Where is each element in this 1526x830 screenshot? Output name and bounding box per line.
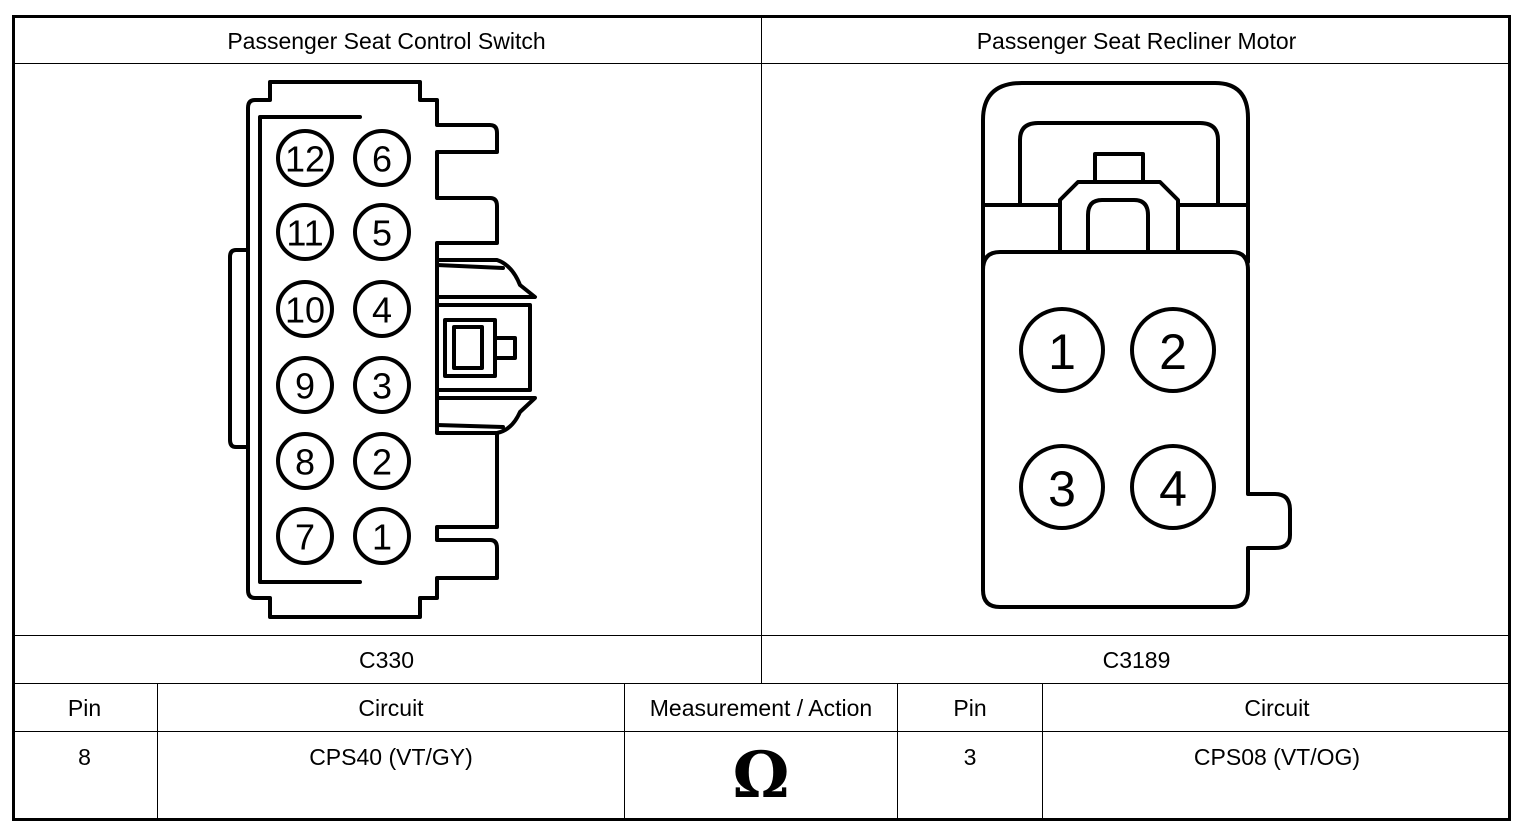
rule-under-table-header bbox=[12, 731, 1511, 732]
table-header-circuit-a: Circuit bbox=[358, 695, 424, 721]
c330-pin-circle bbox=[353, 507, 411, 565]
c330-pin-label: 11 bbox=[286, 213, 323, 254]
c330-pin-label: 10 bbox=[285, 290, 325, 331]
table-header-circuit-b: Circuit bbox=[1244, 695, 1310, 721]
c330-pin-circle bbox=[276, 356, 334, 414]
table-header-pin-b: Pin bbox=[953, 695, 987, 721]
c3189-pin-label: 3 bbox=[1048, 461, 1076, 517]
c330-pin-label: 7 bbox=[295, 517, 315, 558]
ohm-icon: Ω bbox=[732, 738, 790, 813]
c330-pin-label: 12 bbox=[285, 139, 325, 180]
c3189-pin-circle bbox=[1019, 307, 1105, 393]
c330-pin-label: 5 bbox=[372, 213, 392, 254]
c330-pin-label: 3 bbox=[372, 366, 392, 407]
c330-pin-label: 8 bbox=[295, 442, 315, 483]
connector-title-left: Passenger Seat Control Switch bbox=[227, 28, 546, 54]
connector-id-right: C3189 bbox=[1102, 647, 1171, 673]
c3189-pin-label: 2 bbox=[1159, 324, 1187, 380]
c330-pin-circle bbox=[276, 129, 334, 187]
table-cell-circuit-a: CPS40 (VT/GY) bbox=[309, 744, 473, 770]
c330-pin-label: 1 bbox=[372, 517, 392, 558]
c330-pin-circle bbox=[353, 203, 411, 261]
c330-pin-circle bbox=[276, 280, 334, 338]
connector-divider bbox=[761, 15, 762, 684]
c330-pin-label: 2 bbox=[372, 442, 392, 483]
connector-title-right: Passenger Seat Recliner Motor bbox=[976, 28, 1297, 54]
table-header-pin-a: Pin bbox=[67, 695, 102, 721]
c3189-pin-circle bbox=[1130, 444, 1216, 530]
table-cell-pin-a: 8 bbox=[78, 744, 91, 770]
c3189-pin-circle bbox=[1130, 307, 1216, 393]
c330-pin-label: 4 bbox=[372, 290, 392, 331]
c330-pin-circle bbox=[353, 356, 411, 414]
connector-id-left: C330 bbox=[359, 647, 414, 673]
table-col-divider-2 bbox=[624, 683, 625, 821]
c330-pin-circle bbox=[353, 432, 411, 490]
c3189-pin-label: 1 bbox=[1048, 324, 1076, 380]
c330-pin-circle bbox=[276, 432, 334, 490]
c330-pin-grid: 12 6 11 5 10 4 9 3 8 2 7 1 bbox=[276, 129, 411, 565]
table-header-measurement: Measurement / Action bbox=[649, 695, 873, 721]
c3189-pin-grid: 1 2 3 4 bbox=[1019, 307, 1216, 530]
c3189-pin-circle bbox=[1019, 444, 1105, 530]
table-cell-circuit-b: CPS08 (VT/OG) bbox=[1193, 744, 1361, 770]
c330-pin-circle bbox=[276, 203, 334, 261]
table-col-divider-3 bbox=[897, 683, 898, 821]
c330-pin-label: 9 bbox=[295, 366, 315, 407]
c330-pin-label: 6 bbox=[372, 139, 392, 180]
table-col-divider-1 bbox=[157, 683, 158, 821]
table-col-divider-4 bbox=[1042, 683, 1043, 821]
c3189-pin-label: 4 bbox=[1159, 461, 1187, 517]
table-cell-pin-b: 3 bbox=[963, 744, 977, 770]
c330-pin-circle bbox=[353, 129, 411, 187]
c330-pin-circle bbox=[276, 507, 334, 565]
c330-pin-circle bbox=[353, 280, 411, 338]
